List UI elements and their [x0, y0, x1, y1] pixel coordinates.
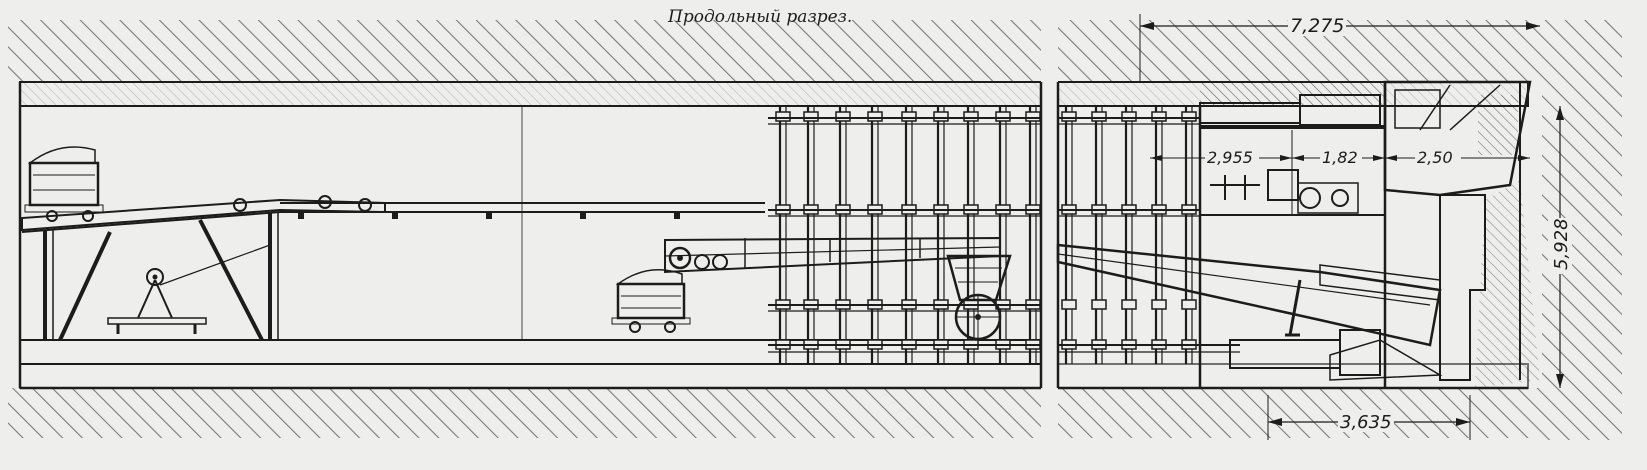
frame-post — [901, 106, 917, 364]
lower-rock-hatching — [8, 388, 1542, 438]
frame-post — [1151, 106, 1167, 364]
dimension-top-overall: 7,275 — [1290, 15, 1344, 37]
frame-post — [775, 106, 791, 364]
mine-cart-lower — [611, 269, 691, 333]
frame-post — [1121, 106, 1137, 364]
frame-post — [933, 106, 949, 364]
scaffold-beams — [768, 117, 1240, 353]
upper-rail — [280, 202, 765, 219]
frame-post — [1025, 106, 1041, 364]
mine-cart-upper — [24, 146, 104, 222]
frame-post — [963, 106, 979, 364]
label-bg-inner-left — [1205, 148, 1259, 166]
frame-post — [1061, 106, 1077, 364]
label-bg-inner-right — [1415, 148, 1461, 166]
label-bg-height — [1548, 218, 1572, 274]
dimension-inner-right: 2,50 — [1417, 148, 1453, 167]
hanging-cart — [946, 254, 1012, 341]
dimension-height: 5,928 — [1551, 218, 1572, 270]
frame-post — [1091, 106, 1107, 364]
label-bg-inner-mid — [1320, 148, 1362, 166]
label-bg-top — [1288, 14, 1346, 36]
drawing-title: Продольный разрез. — [667, 7, 852, 27]
label-bg-bottom — [1338, 410, 1394, 432]
dimension-inner-left: 2,955 — [1207, 148, 1253, 167]
dimension-bottom: 3,635 — [1340, 412, 1392, 433]
upper-rock-hatching — [8, 20, 1622, 440]
inclined-conveyor-right — [1056, 243, 1442, 347]
dimension-inner-mid: 1,82 — [1322, 148, 1358, 167]
winch — [107, 268, 207, 334]
frame-post — [1181, 106, 1197, 364]
shield-chamber — [1198, 80, 1540, 388]
frame-post — [867, 106, 883, 364]
frame-post — [803, 106, 819, 364]
shield-frame-left — [775, 106, 1197, 364]
break-gap — [1039, 15, 1060, 445]
frame-post — [835, 106, 851, 364]
inclined-ramp — [21, 198, 386, 341]
